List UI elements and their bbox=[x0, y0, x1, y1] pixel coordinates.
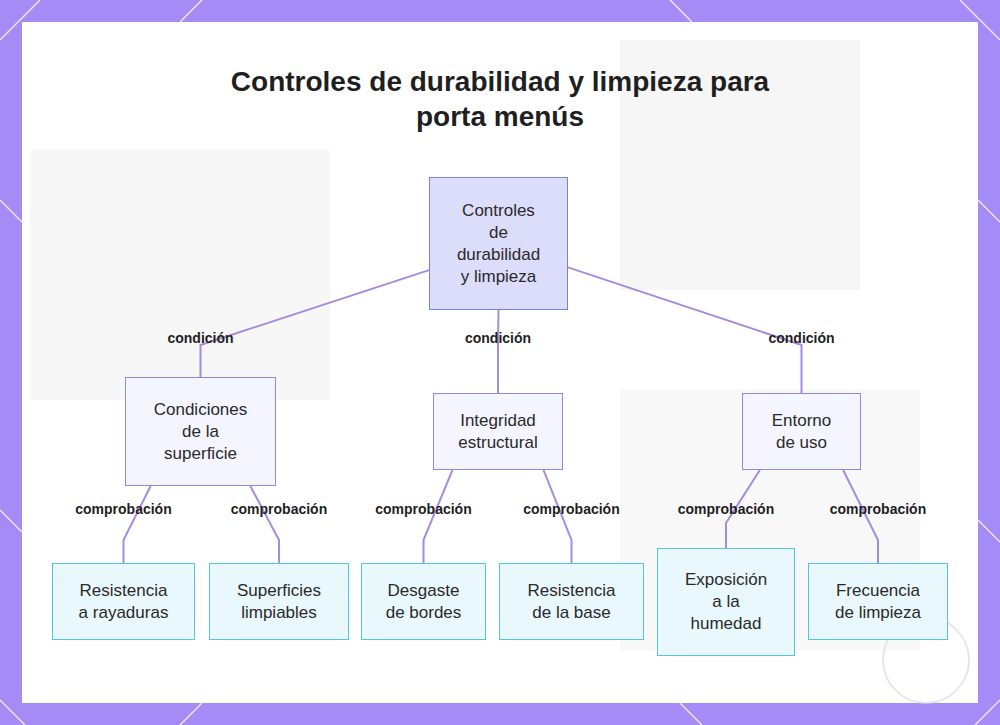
panel bbox=[22, 22, 978, 703]
edge-label: condición bbox=[167, 330, 233, 346]
node-text: Resistencia a rayaduras bbox=[77, 580, 170, 624]
edge-label: comprobación bbox=[231, 501, 327, 517]
check-box: Resistencia a rayaduras bbox=[52, 563, 195, 640]
category-box: Entorno de uso bbox=[742, 393, 861, 470]
connector bbox=[201, 270, 430, 377]
edge-label: comprobación bbox=[523, 501, 619, 517]
edge-label: comprobación bbox=[830, 501, 926, 517]
node-text: Superficies limpiables bbox=[230, 580, 328, 624]
edge-label: comprobación bbox=[678, 501, 774, 517]
blurred-photo bbox=[30, 150, 330, 400]
node-text: Controles de durabilidad y limpieza bbox=[452, 200, 545, 288]
connector bbox=[497, 310, 500, 393]
node-text: Entorno de uso bbox=[763, 410, 840, 454]
connector bbox=[124, 486, 151, 563]
edge-label: condición bbox=[465, 330, 531, 346]
category-box: Integridad estructural bbox=[433, 393, 563, 470]
node-text: Frecuencia de limpieza bbox=[831, 580, 925, 624]
edge-label: condición bbox=[768, 330, 834, 346]
category-box: Condiciones de la superficie bbox=[125, 377, 276, 486]
check-box: Desgaste de bordes bbox=[361, 563, 486, 640]
node-text: Resistencia de la base bbox=[524, 580, 619, 624]
edge-label: comprobación bbox=[375, 501, 471, 517]
check-box: Resistencia de la base bbox=[499, 563, 644, 640]
node-text: Integridad estructural bbox=[454, 410, 542, 454]
check-box: Frecuencia de limpieza bbox=[808, 563, 948, 640]
connector bbox=[568, 267, 802, 393]
connector bbox=[250, 486, 279, 563]
node-text: Condiciones de la superficie bbox=[151, 399, 250, 465]
check-box: Superficies limpiables bbox=[209, 563, 349, 640]
check-box: Exposición a la humedad bbox=[657, 548, 795, 656]
diagram-title: Controles de durabilidad y limpieza para… bbox=[200, 64, 800, 134]
node-text: Desgaste de bordes bbox=[380, 580, 467, 624]
node-text: Exposición a la humedad bbox=[680, 569, 772, 635]
root-box: Controles de durabilidad y limpieza bbox=[429, 177, 568, 310]
edge-label: comprobación bbox=[75, 501, 171, 517]
